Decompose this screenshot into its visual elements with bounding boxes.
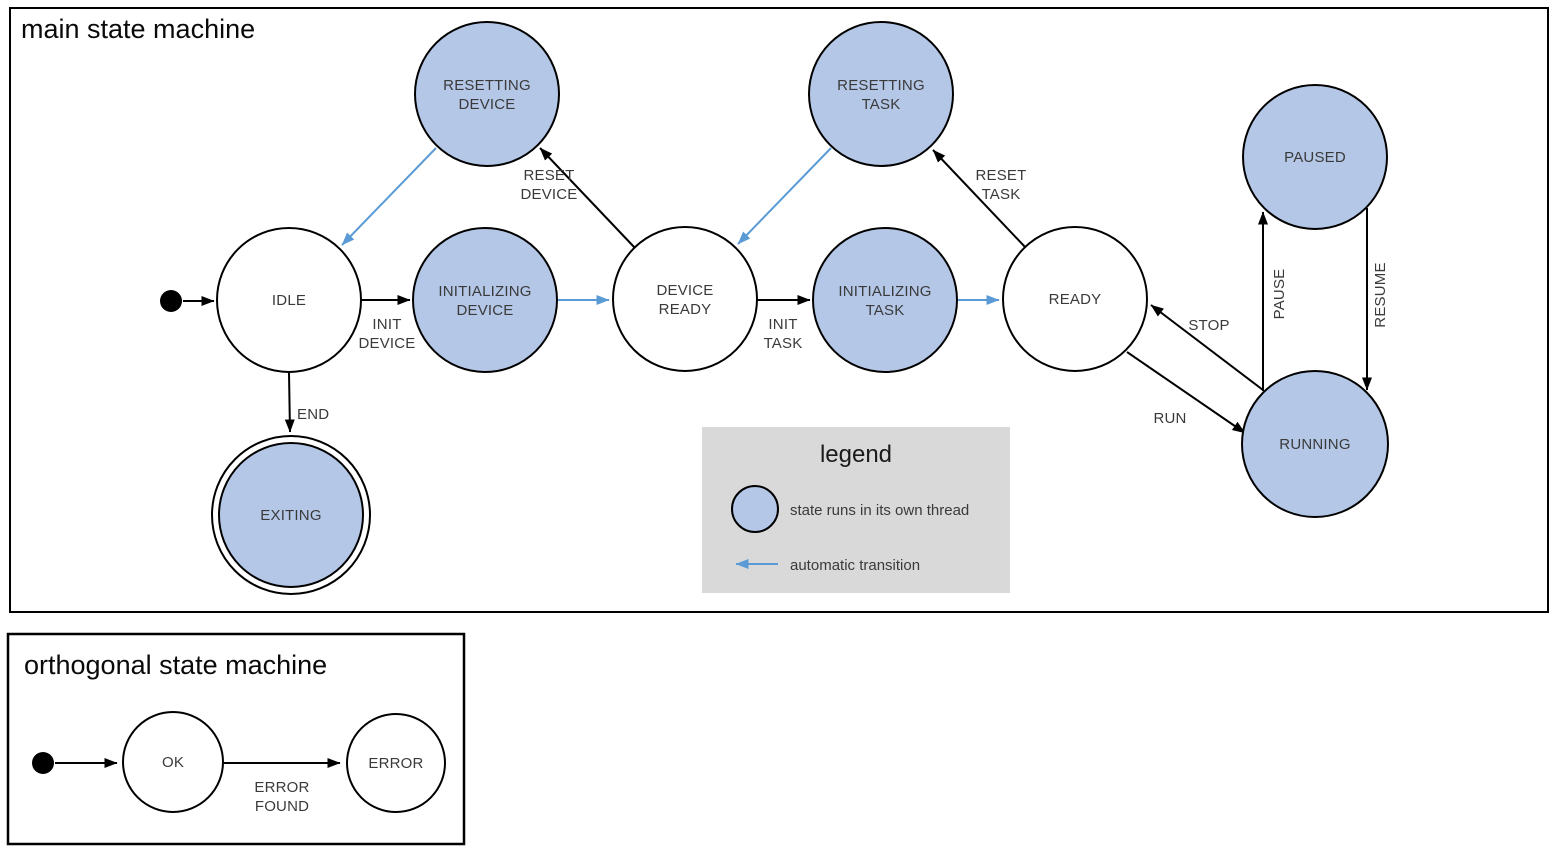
state-initializing-task-label: TASK [866,302,905,319]
orthogonal-initial-state-dot [32,752,54,774]
transition-stop-arrow [1150,304,1264,391]
state-running-label: RUNNING [1279,436,1350,453]
main-panel-title: main state machine [21,14,255,44]
state-resetting-device-circle [414,21,560,167]
transition-resume-label: RESUME [1372,262,1389,327]
transition-label-line: TASK [982,186,1021,203]
state-resetting-device-label: RESETTING [443,77,531,94]
state-running-circle [1241,370,1389,518]
transition-label-line: INIT [768,316,797,333]
state-device-ready-circle [612,226,758,372]
auto-transition-resetting-device-to-idle [341,147,437,246]
transition-label-line: ERROR [254,779,309,796]
state-error-label: ERROR [368,755,423,772]
state-idle-label: IDLE [272,292,306,309]
state-device-ready-label: DEVICE [656,282,713,299]
state-device-ready-label: READY [659,301,712,318]
state-ready-circle [1002,226,1148,372]
state-paused: PAUSED [1242,84,1388,230]
state-initializing-task-label: INITIALIZING [838,283,931,300]
state-exiting-label: EXITING [260,507,321,524]
transition-reset-device-label: RESET DEVICE [520,167,577,203]
state-ok: OK [122,711,224,813]
state-error-circle [346,713,446,813]
state-ready: READY [1002,226,1148,372]
state-initializing-device-label: DEVICE [456,302,513,319]
transition-error-found-label: ERROR FOUND [254,779,309,815]
transition-reset-task-label: RESET TASK [975,167,1026,203]
transition-label-line: FOUND [255,798,309,815]
transition-label-line: RESET [975,167,1026,184]
orthogonal-state-machine-panel: orthogonal state machine ERROR FOUND OK … [6,632,466,846]
state-resetting-device: RESETTING DEVICE [414,21,560,167]
state-exiting-final: EXITING [211,435,371,595]
legend-title: legend [820,441,892,468]
state-idle-circle [216,227,362,373]
transition-reset-task-arrow [932,149,1027,249]
transition-end-label: END [297,406,329,423]
legend: legend state runs in its own thread auto… [702,427,1010,593]
state-paused-label: PAUSED [1284,149,1346,166]
legend-thread-label: state runs in its own thread [790,502,969,519]
transition-label-line: RESET [523,167,574,184]
transition-stop-label: STOP [1188,317,1229,334]
state-initializing-device-label: INITIALIZING [438,283,531,300]
main-state-machine-panel: main state machine INIT DEVICE RESET DEV… [9,7,1549,613]
state-exiting-circle [218,442,364,588]
transition-init-device-label: INIT DEVICE [358,316,415,352]
legend-thread-state-icon [731,485,779,533]
state-resetting-task-circle [808,21,954,167]
state-resetting-task-label: TASK [862,96,901,113]
transition-label-line: TASK [764,335,803,352]
transition-init-task-label: INIT TASK [764,316,803,352]
state-device-ready: DEVICE READY [612,226,758,372]
transition-pause-label: PAUSE [1271,269,1288,320]
transition-label-line: DEVICE [358,335,415,352]
state-idle: IDLE [216,227,362,373]
transition-label-line: INIT [372,316,401,333]
auto-transition-resetting-task-to-device-ready [737,147,832,245]
state-error: ERROR [346,713,446,813]
transition-end-arrow [284,372,295,433]
state-running: RUNNING [1241,370,1389,518]
state-ok-circle [122,711,224,813]
legend-auto-label: automatic transition [790,557,920,574]
state-resetting-task: RESETTING TASK [808,21,954,167]
state-initializing-device: INITIALIZING DEVICE [412,227,558,373]
state-initializing-task-circle [812,227,958,373]
state-resetting-device-label: DEVICE [458,96,515,113]
transition-run-label: RUN [1153,410,1186,427]
transition-run-arrow [1126,351,1246,434]
state-ok-label: OK [162,754,184,771]
state-initializing-task: INITIALIZING TASK [812,227,958,373]
transition-label-line: DEVICE [520,186,577,203]
transition-reset-device-arrow [539,147,636,249]
state-initializing-device-circle [412,227,558,373]
state-resetting-task-label: RESETTING [837,77,925,94]
state-ready-label: READY [1049,291,1102,308]
state-paused-circle [1242,84,1388,230]
initial-state-dot [160,290,182,312]
orthogonal-panel-title: orthogonal state machine [24,650,327,680]
